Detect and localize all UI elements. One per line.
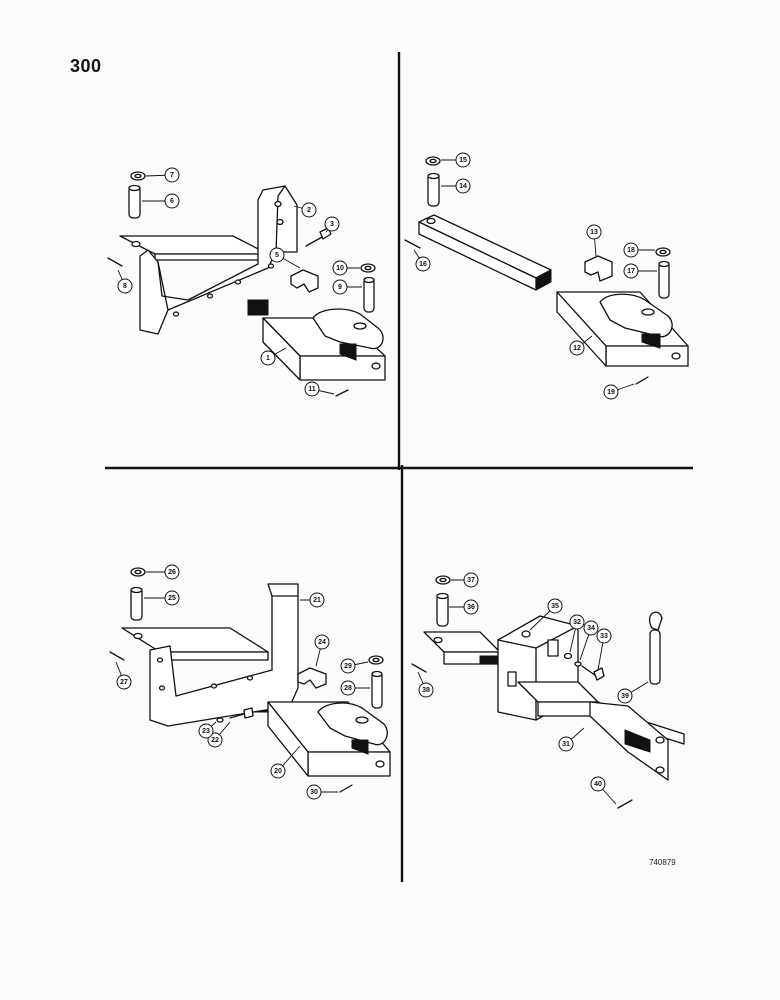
svg-text:19: 19 — [607, 389, 615, 396]
svg-text:6: 6 — [170, 198, 174, 205]
svg-text:34: 34 — [587, 625, 595, 632]
svg-text:38: 38 — [422, 687, 430, 694]
drawbar-assembly-top-left — [107, 171, 386, 397]
callout-6: 6 — [164, 193, 180, 209]
svg-text:17: 17 — [627, 268, 635, 275]
svg-text:21: 21 — [313, 597, 321, 604]
callout-36: 36 — [463, 599, 479, 615]
svg-text:32: 32 — [573, 619, 581, 626]
svg-text:39: 39 — [621, 693, 629, 700]
svg-text:36: 36 — [467, 604, 475, 611]
callout-39: 39 — [617, 688, 633, 704]
svg-text:23: 23 — [202, 728, 210, 735]
svg-text:20: 20 — [274, 768, 282, 775]
callout-27: 27 — [116, 674, 132, 690]
callout-2: 2 — [301, 202, 317, 218]
callout-21: 21 — [309, 592, 325, 608]
callout-35: 35 — [547, 598, 563, 614]
svg-text:22: 22 — [211, 737, 219, 744]
callout-38: 38 — [418, 682, 434, 698]
svg-text:7: 7 — [170, 172, 174, 179]
drawbar-assembly-bottom-left — [109, 567, 391, 793]
callout-33: 33 — [596, 628, 612, 644]
callout-23: 23 — [198, 723, 214, 739]
figure-code: 740879 — [649, 858, 676, 867]
callout-11: 11 — [304, 381, 320, 397]
callout-31: 31 — [558, 736, 574, 752]
callout-3: 3 — [324, 216, 340, 232]
callout-16: 16 — [415, 256, 431, 272]
callout-9: 9 — [332, 279, 348, 295]
callout-10: 10 — [332, 260, 348, 276]
svg-text:16: 16 — [419, 261, 427, 268]
callout-30: 30 — [306, 784, 322, 800]
drawbar-assembly-bottom-right — [411, 575, 685, 809]
svg-text:27: 27 — [120, 679, 128, 686]
callout-19: 19 — [603, 384, 619, 400]
callout-12: 12 — [569, 340, 585, 356]
page-number: 300 — [70, 56, 102, 76]
callout-5: 5 — [269, 247, 285, 263]
callout-34: 34 — [583, 620, 599, 636]
svg-text:24: 24 — [318, 639, 326, 646]
svg-text:10: 10 — [336, 265, 344, 272]
svg-text:35: 35 — [551, 603, 559, 610]
callout-25: 25 — [164, 590, 180, 606]
svg-text:37: 37 — [467, 577, 475, 584]
callout-8: 8 — [117, 278, 133, 294]
svg-text:5: 5 — [275, 252, 279, 259]
svg-text:2: 2 — [307, 207, 311, 214]
svg-text:14: 14 — [459, 183, 467, 190]
drawbar-assembly-top-right — [404, 156, 689, 385]
callout-13: 13 — [586, 224, 602, 240]
callout-15: 15 — [455, 152, 471, 168]
svg-text:8: 8 — [123, 283, 127, 290]
callout-40: 40 — [590, 776, 606, 792]
svg-text:3: 3 — [330, 221, 334, 228]
svg-text:28: 28 — [344, 685, 352, 692]
callout-32: 32 — [569, 614, 585, 630]
svg-text:11: 11 — [308, 386, 316, 393]
svg-text:25: 25 — [168, 595, 176, 602]
callout-24: 24 — [314, 634, 330, 650]
svg-text:30: 30 — [310, 789, 318, 796]
svg-text:1: 1 — [266, 355, 270, 362]
svg-text:26: 26 — [168, 569, 176, 576]
callout-28: 28 — [340, 680, 356, 696]
svg-text:31: 31 — [562, 741, 570, 748]
svg-text:29: 29 — [344, 663, 352, 670]
callout-22: 22 — [207, 732, 223, 748]
svg-text:33: 33 — [600, 633, 608, 640]
callout-18: 18 — [623, 242, 639, 258]
svg-text:9: 9 — [338, 284, 342, 291]
svg-text:15: 15 — [459, 157, 467, 164]
svg-text:13: 13 — [590, 229, 598, 236]
callout-37: 37 — [463, 572, 479, 588]
callout-7: 7 — [164, 167, 180, 183]
callout-26: 26 — [164, 564, 180, 580]
callout-29: 29 — [340, 658, 356, 674]
callout-17: 17 — [623, 263, 639, 279]
callout-14: 14 — [455, 178, 471, 194]
callout-1: 1 — [260, 350, 276, 366]
svg-text:18: 18 — [627, 247, 635, 254]
callout-20: 20 — [270, 763, 286, 779]
svg-text:12: 12 — [573, 345, 581, 352]
svg-text:40: 40 — [594, 781, 602, 788]
